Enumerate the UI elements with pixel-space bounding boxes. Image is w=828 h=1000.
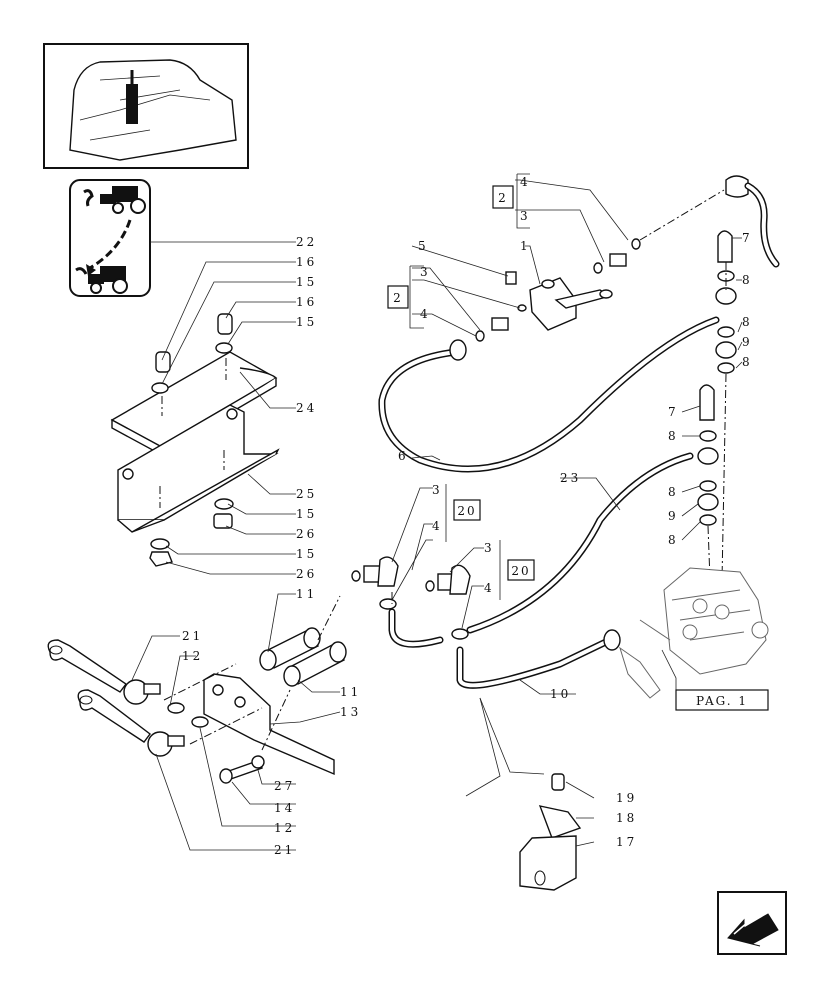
- hose-10-assembly: [388, 452, 694, 689]
- svg-text:7: 7: [742, 231, 753, 245]
- svg-text:22: 22: [296, 235, 317, 249]
- svg-text:17: 17: [616, 835, 637, 849]
- lower-bracket-assembly: [117, 404, 280, 533]
- nav-arrow-button[interactable]: [717, 891, 787, 955]
- svg-text:5: 5: [418, 239, 429, 253]
- clamp-assembly: [519, 773, 582, 891]
- sleeves: [259, 627, 347, 687]
- leader-lines: [131, 179, 743, 851]
- elbow-fitting-left: [351, 556, 399, 610]
- fitting-stack-lower: [697, 384, 719, 581]
- bolts-washers-left: [149, 313, 234, 567]
- svg-text:15: 15: [296, 315, 317, 329]
- svg-text:15: 15: [296, 547, 317, 561]
- boxed-label-pag: PAG. 1: [675, 689, 769, 711]
- svg-text:16: 16: [296, 255, 317, 269]
- svg-text:3: 3: [432, 483, 443, 497]
- pin-bracket: [203, 673, 335, 776]
- svg-text:21: 21: [182, 629, 203, 643]
- tractor-top-icon: [83, 186, 146, 214]
- svg-text:16: 16: [296, 295, 317, 309]
- svg-text:23: 23: [560, 471, 581, 485]
- svg-text:4: 4: [432, 519, 443, 533]
- svg-text:25: 25: [296, 487, 317, 501]
- svg-text:8: 8: [742, 315, 753, 329]
- tractor-bottom-icon: [75, 266, 128, 294]
- callout-numbers: 22 16 15 16 15 24 25 15 26 15 26 11 11 1…: [182, 175, 753, 857]
- svg-text:8: 8: [668, 429, 679, 443]
- svg-text:2: 2: [393, 291, 403, 305]
- elbow-fitting-right: [425, 564, 471, 640]
- svg-text:3: 3: [520, 209, 531, 223]
- svg-text:4: 4: [520, 175, 531, 189]
- valve-1: [475, 189, 725, 342]
- svg-text:15: 15: [296, 275, 317, 289]
- svg-text:24: 24: [296, 401, 317, 415]
- control-valve-block: [619, 567, 769, 699]
- svg-text:8: 8: [668, 485, 679, 499]
- svg-text:8: 8: [742, 355, 753, 369]
- svg-text:26: 26: [296, 567, 317, 581]
- svg-text:12: 12: [274, 821, 295, 835]
- fitting-stack-upper: [715, 230, 737, 581]
- svg-text:6: 6: [398, 449, 409, 463]
- svg-text:21: 21: [274, 843, 295, 857]
- svg-text:20: 20: [511, 564, 530, 578]
- svg-text:3: 3: [420, 265, 431, 279]
- svg-text:10: 10: [550, 687, 571, 701]
- hose-6: [378, 316, 720, 473]
- boxed-label-2-mid: 2: [387, 265, 424, 329]
- svg-text:1: 1: [520, 239, 531, 253]
- handle-pin-upper: [47, 639, 161, 705]
- svg-text:14: 14: [274, 801, 295, 815]
- arrow-icon: [727, 913, 779, 947]
- svg-text:11: 11: [296, 587, 317, 601]
- svg-text:15: 15: [296, 507, 317, 521]
- svg-text:18: 18: [616, 811, 637, 825]
- svg-text:20: 20: [457, 504, 476, 518]
- svg-text:9: 9: [742, 335, 753, 349]
- svg-text:4: 4: [484, 581, 495, 595]
- hose-stub-upper-right: [725, 175, 780, 268]
- bolt-14: [219, 755, 265, 784]
- handle-pin-lower: [77, 689, 185, 757]
- boxed-label-20-right: 20: [499, 540, 535, 600]
- svg-text:19: 19: [616, 791, 637, 805]
- svg-text:7: 7: [668, 405, 679, 419]
- svg-text:27: 27: [274, 779, 295, 793]
- svg-text:4: 4: [420, 307, 431, 321]
- svg-text:8: 8: [668, 533, 679, 547]
- svg-text:13: 13: [340, 705, 361, 719]
- svg-text:12: 12: [182, 649, 203, 663]
- boxed-label-2-top: 2: [492, 173, 530, 229]
- svg-text:26: 26: [296, 527, 317, 541]
- svg-text:8: 8: [742, 273, 753, 287]
- svg-text:2: 2: [498, 191, 508, 205]
- location-thumbnail: [43, 43, 249, 169]
- svg-text:PAG. 1: PAG. 1: [696, 694, 748, 708]
- svg-text:9: 9: [668, 509, 679, 523]
- svg-text:11: 11: [340, 685, 361, 699]
- tractor-icon-box: [69, 179, 151, 297]
- svg-text:3: 3: [484, 541, 495, 555]
- boxed-label-20-left: 20: [445, 484, 481, 542]
